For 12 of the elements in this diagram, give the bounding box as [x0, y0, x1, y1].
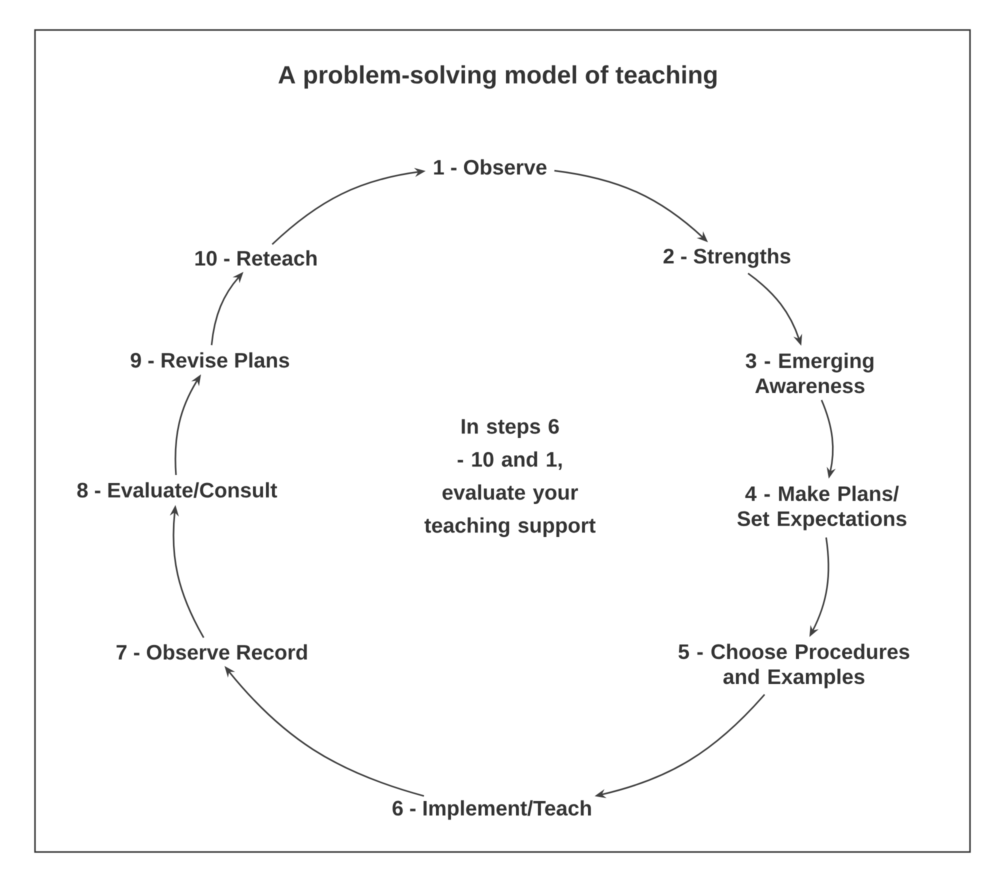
step-label: 8 - Evaluate/Consult — [77, 482, 278, 498]
step-label: 3 - Emerging Awareness — [746, 352, 874, 394]
step-label: 1 - Observe — [434, 159, 546, 175]
step-label: 6 - Implement/Teach — [392, 800, 591, 820]
step-label: 9 - Revise Plans — [130, 352, 290, 368]
title: A problem-solving model of teaching — [278, 65, 716, 89]
step-label: 10 - Reteach — [195, 250, 317, 266]
step-label: 7 - Observe Record — [116, 644, 307, 660]
note-text: In steps 6 - 10 and 1, evaluate your teaching support — [424, 418, 596, 538]
step-label: 2 - Strengths — [664, 248, 790, 268]
step-label: 4 - Make Plans/ Set Expectations — [737, 486, 906, 530]
step-label: 5 - Choose Procedures and Examples — [678, 644, 910, 688]
